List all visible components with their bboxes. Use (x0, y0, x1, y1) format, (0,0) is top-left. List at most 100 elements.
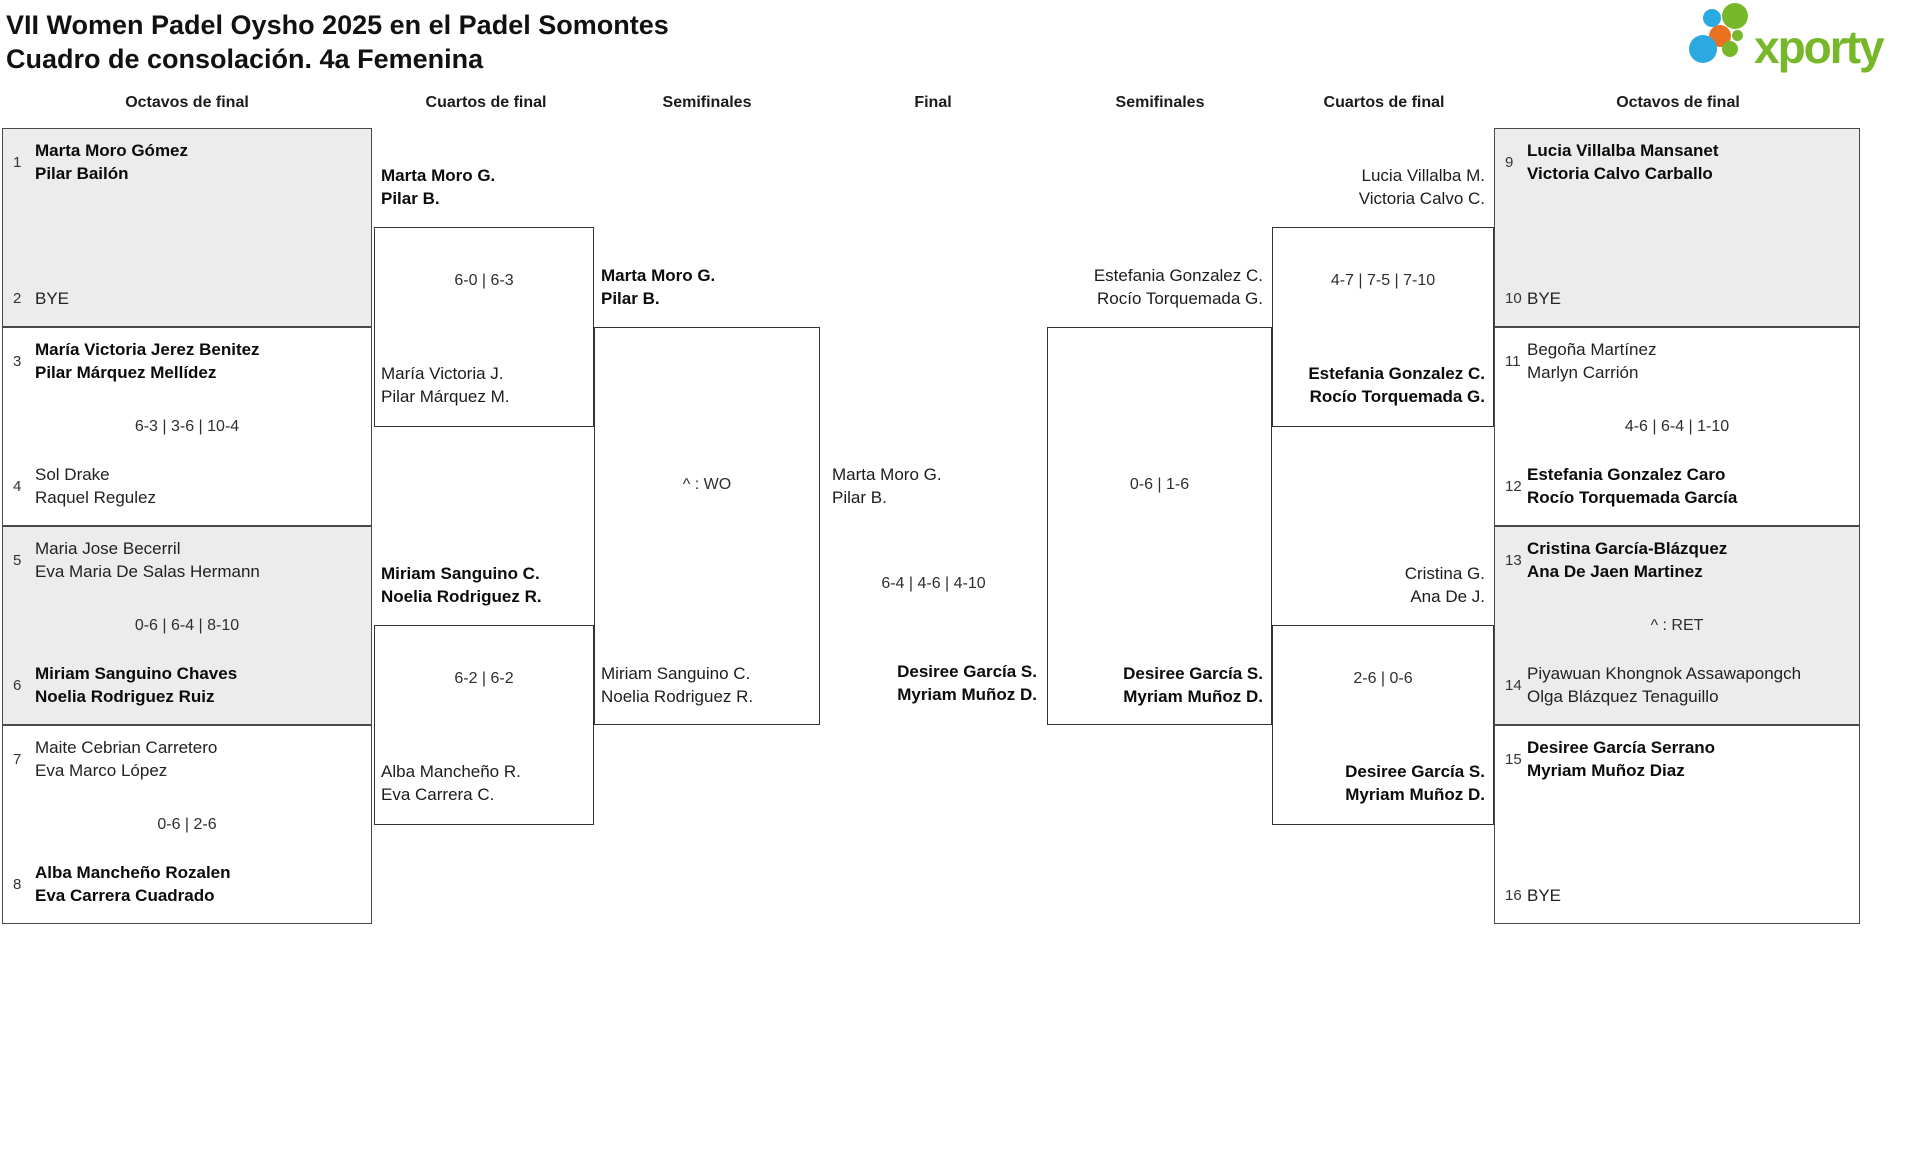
team-line: Miriam Sanguino C. (381, 564, 540, 583)
team-line: Myriam Muñoz D. (1123, 687, 1263, 706)
match-box-7-8: 7 Maite Cebrian Carretero Eva Marco Lópe… (2, 725, 372, 924)
round-header-cuartos-left: Cuartos de final (425, 94, 547, 111)
team-names: BYE (1527, 884, 1561, 907)
team-line: Desiree García Serrano (1527, 738, 1716, 757)
lower-team: Estefania Gonzalez C. Rocío Torquemada G… (1308, 362, 1485, 408)
team-line: Marta Moro G. (832, 465, 942, 484)
seed-number: 6 (13, 676, 22, 694)
advancing-team: Marta Moro G. Pilar B. (381, 164, 495, 210)
team-line: María Victoria Jerez Benitez (35, 340, 260, 359)
team-line: Alba Mancheño R. (381, 762, 521, 781)
match-score: ^ : WO (682, 476, 732, 493)
logo-dot-green-small-icon (1722, 41, 1738, 57)
advancing-team: Cristina G. Ana De J. (1405, 562, 1485, 608)
seed-number: 14 (1505, 676, 1522, 694)
team-line: Estefania Gonzalez Caro (1527, 465, 1726, 484)
team-line: Maite Cebrian Carretero (35, 738, 218, 757)
finalist-left: Marta Moro G. Pilar B. (832, 463, 942, 509)
team-names: Miriam Sanguino Chaves Noelia Rodriguez … (35, 662, 237, 708)
round-header-cuartos-right: Cuartos de final (1323, 94, 1445, 111)
match-slot: 10 BYE (1505, 287, 1853, 310)
lower-team: Miriam Sanguino C. Noelia Rodriguez R. (601, 662, 753, 708)
team-names: Sol Drake Raquel Regulez (35, 463, 156, 509)
match-slot: 13 Cristina García-Blázquez Ana De Jaen … (1505, 537, 1853, 583)
qf-box-right-top: Lucia Villalba M. Victoria Calvo C. 4-7 … (1272, 166, 1494, 427)
match-slot: 14 Piyawuan Khongnok Assawapongch Olga B… (1505, 662, 1853, 708)
match-box-11-12: 11 Begoña Martínez Marlyn Carrión 4-6 | … (1494, 327, 1860, 526)
match-slot: 9 Lucia Villalba Mansanet Victoria Calvo… (1505, 139, 1853, 185)
match-slot: 15 Desiree García Serrano Myriam Muñoz D… (1505, 736, 1853, 782)
team-line: Marta Moro G. (381, 166, 496, 185)
team-line: Noelia Rodriguez R. (381, 587, 542, 606)
team-line: Desiree García S. (1345, 762, 1485, 781)
match-score: 6-2 | 6-2 (454, 670, 514, 687)
team-names: Piyawuan Khongnok Assawapongch Olga Bláz… (1527, 662, 1801, 708)
team-line: Eva Marco López (35, 761, 168, 780)
match-slot: 2 BYE (13, 287, 365, 310)
team-line: Estefania Gonzalez C. (1308, 364, 1485, 383)
team-line: Miriam Sanguino C. (601, 664, 751, 683)
team-line: Myriam Muñoz D. (1345, 785, 1485, 804)
team-line: Eva Maria De Salas Hermann (35, 562, 260, 581)
logo-wordmark: xporty (1754, 21, 1885, 73)
team-line: Sol Drake (35, 465, 110, 484)
team-line: Myriam Muñoz D. (897, 685, 1037, 704)
round-header-semis-right: Semifinales (1115, 94, 1205, 111)
page-subtitle: Cuadro de consolación. 4a Femenina (6, 44, 484, 74)
team-names: Lucia Villalba Mansanet Victoria Calvo C… (1527, 139, 1718, 185)
team-names: Alba Mancheño Rozalen Eva Carrera Cuadra… (35, 861, 231, 907)
round-header-semis-left: Semifinales (662, 94, 752, 111)
team-line: Lucia Villalba M. (1361, 166, 1485, 185)
lower-team: Desiree García S. Myriam Muñoz D. (1345, 760, 1485, 806)
team-line: Desiree García S. (897, 662, 1037, 681)
seed-number: 2 (13, 290, 22, 307)
round-header-octavos-left: Octavos de final (125, 94, 249, 111)
team-line: Victoria Calvo Carballo (1527, 164, 1713, 183)
match-score: 0-6 | 6-4 | 8-10 (134, 616, 240, 634)
qf-box-right-bottom: Cristina G. Ana De J. 2-6 | 0-6 Desiree … (1272, 564, 1494, 825)
lower-team: María Victoria J. Pilar Márquez M. (381, 362, 509, 408)
seed-number: 7 (13, 750, 22, 768)
seed-number: 12 (1505, 477, 1522, 495)
team-line: Ana De Jaen Martinez (1527, 562, 1703, 581)
page-title: VII Women Padel Oysho 2025 en el Padel S… (6, 10, 669, 40)
team-line: Pilar B. (601, 289, 660, 308)
match-box-9-10: 9 Lucia Villalba Mansanet Victoria Calvo… (1494, 128, 1860, 327)
team-line: Olga Blázquez Tenaguillo (1527, 687, 1719, 706)
seed-number: 5 (13, 551, 22, 569)
team-line: Piyawuan Khongnok Assawapongch (1527, 664, 1802, 683)
seed-number: 13 (1505, 551, 1522, 569)
match-box-3-4: 3 María Victoria Jerez Benitez Pilar Már… (2, 327, 372, 526)
team-names: Desiree García Serrano Myriam Muñoz Diaz (1527, 736, 1715, 782)
match-score: 6-0 | 6-3 (454, 272, 514, 289)
sf-box-left: Marta Moro G. Pilar B. ^ : WO Miriam San… (594, 266, 820, 725)
team-line: Victoria Calvo C. (1358, 189, 1485, 208)
team-line: BYE (35, 289, 70, 308)
match-slot: 16 BYE (1505, 884, 1853, 907)
logo-dot-green-tiny-icon (1732, 30, 1743, 41)
logo-dot-green-large-icon (1722, 3, 1748, 29)
seed-number: 15 (1505, 750, 1522, 768)
seed-number: 9 (1505, 153, 1514, 171)
team-line: Cristina García-Blázquez (1527, 539, 1728, 558)
team-names: Maite Cebrian Carretero Eva Marco López (35, 736, 217, 782)
seed-number: 4 (13, 477, 22, 495)
xporty-logo[interactable]: xporty (1688, 3, 1916, 90)
match-slot: 5 Maria Jose Becerril Eva Maria De Salas… (13, 537, 365, 583)
team-line: Rocío Torquemada G. (1097, 289, 1263, 308)
seed-number: 8 (13, 875, 22, 893)
match-box-1-2: 1 Marta Moro Gómez Pilar Bailón 2 BYE (2, 128, 372, 327)
advancing-team: Lucia Villalba M. Victoria Calvo C. (1359, 164, 1485, 210)
match-score: 0-6 | 2-6 (157, 815, 217, 833)
team-line: Raquel Regulez (35, 488, 156, 507)
team-line: Marlyn Carrión (1527, 363, 1639, 382)
team-line: BYE (1527, 289, 1562, 308)
team-names: Estefania Gonzalez Caro Rocío Torquemada… (1527, 463, 1737, 509)
match-box-13-14: 13 Cristina García-Blázquez Ana De Jaen … (1494, 526, 1860, 725)
match-score: 4-7 | 7-5 | 7-10 (1330, 272, 1436, 289)
team-line: Noelia Rodriguez Ruiz (35, 687, 215, 706)
team-line: Marta Moro Gómez (35, 141, 189, 160)
match-slot: 4 Sol Drake Raquel Regulez (13, 463, 365, 509)
match-score: 2-6 | 0-6 (1353, 670, 1413, 687)
